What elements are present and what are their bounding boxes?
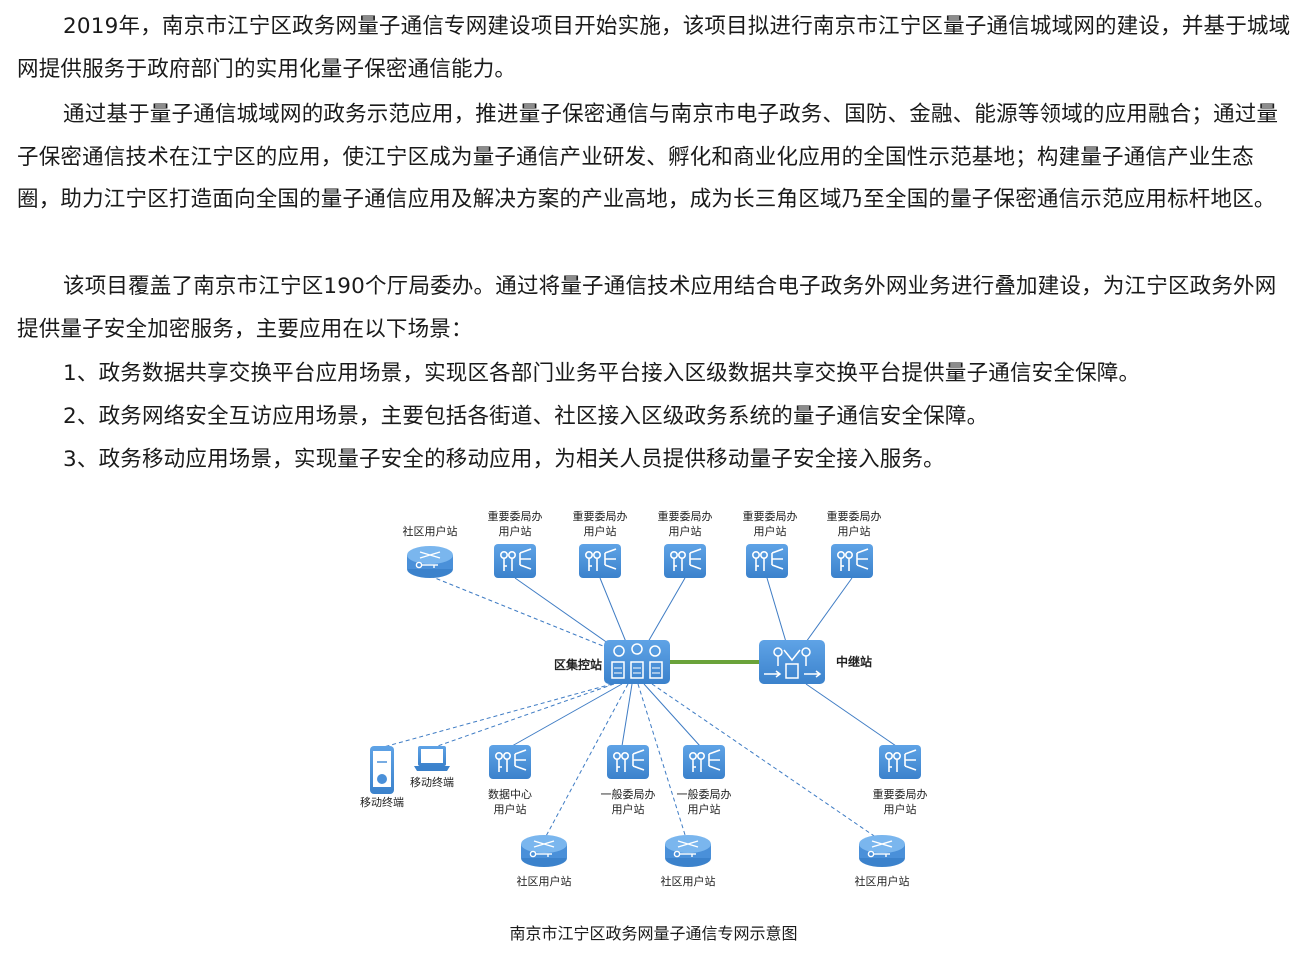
label-relay: 中继站 xyxy=(836,654,872,669)
quantum-node-icon xyxy=(578,543,622,579)
router-icon xyxy=(406,545,454,579)
paragraph-application: 通过基于量子通信城域网的政务示范应用，推进量子保密通信与南京市电子政务、国防、金… xyxy=(17,102,1279,212)
label-mobile-1: 移动终端 xyxy=(360,795,404,809)
label-bottom-community-2: 社区用户站 xyxy=(661,874,716,888)
quantum-node-icon xyxy=(830,543,874,579)
quantum-node-icon xyxy=(663,543,707,579)
label-datacenter-b: 用户站 xyxy=(494,802,527,816)
label-important-4b: 用户站 xyxy=(754,524,787,538)
quantum-node-icon xyxy=(488,744,532,780)
label-general-1a: 一般委局办 xyxy=(601,788,656,801)
router-icon xyxy=(858,834,906,868)
label-general-2a: 一般委局办 xyxy=(677,788,732,801)
link-lines xyxy=(379,575,900,841)
control-center-icon xyxy=(604,640,670,684)
label-center: 区集控站 xyxy=(554,657,602,672)
paragraph-intro: 2019年，南京市江宁区政务网量子通信专网建设项目开始实施，该项目拟进行南京市江… xyxy=(17,14,1291,82)
quantum-node-icon xyxy=(878,744,922,780)
quantum-node-icon xyxy=(682,744,726,780)
paragraph-coverage: 该项目覆盖了南京市江宁区190个厅局委办。通过将量子通信技术应用结合电子政务外网… xyxy=(17,274,1277,342)
router-icon xyxy=(520,834,568,868)
figure-caption: 南京市江宁区政务网量子通信专网示意图 xyxy=(509,924,798,943)
label-mobile-2: 移动终端 xyxy=(410,775,454,789)
label-important-6a: 重要委局办 xyxy=(873,787,928,801)
scenario-3: 3、政务移动应用场景，实现量子安全的移动应用，为相关人员提供移动量子安全接入服务… xyxy=(63,447,945,472)
label-important-2a: 重要委局办 xyxy=(573,509,628,523)
scenario-1: 1、政务数据共享交换平台应用场景，实现区各部门业务平台接入区级数据共享交换平台提… xyxy=(63,361,1141,386)
scenario-2: 2、政务网络安全互访应用场景，主要包括各街道、社区接入区级政务系统的量子通信安全… xyxy=(63,404,989,429)
label-important-1a: 重要委局办 xyxy=(488,509,543,523)
label-top-community: 社区用户站 xyxy=(403,524,458,538)
label-bottom-community-1: 社区用户站 xyxy=(517,874,572,888)
label-bottom-community-3: 社区用户站 xyxy=(855,874,910,888)
label-general-1b: 用户站 xyxy=(612,802,645,816)
label-important-6b: 用户站 xyxy=(884,802,917,816)
label-important-3a: 重要委局办 xyxy=(658,509,713,523)
laptop-icon xyxy=(414,746,450,771)
quantum-node-icon xyxy=(606,744,650,780)
quantum-node-icon xyxy=(493,543,537,579)
relay-station-icon xyxy=(759,640,825,684)
quantum-node-icon xyxy=(745,543,789,579)
label-datacenter-a: 数据中心 xyxy=(488,787,532,801)
router-icon xyxy=(664,834,712,868)
label-important-5b: 用户站 xyxy=(838,524,871,538)
label-important-2b: 用户站 xyxy=(584,524,617,538)
label-important-4a: 重要委局办 xyxy=(743,509,798,523)
label-important-1b: 用户站 xyxy=(499,524,532,538)
label-important-3b: 用户站 xyxy=(669,524,702,538)
phone-icon xyxy=(370,746,394,794)
label-important-5a: 重要委局办 xyxy=(827,509,882,523)
label-general-2b: 用户站 xyxy=(688,802,721,816)
